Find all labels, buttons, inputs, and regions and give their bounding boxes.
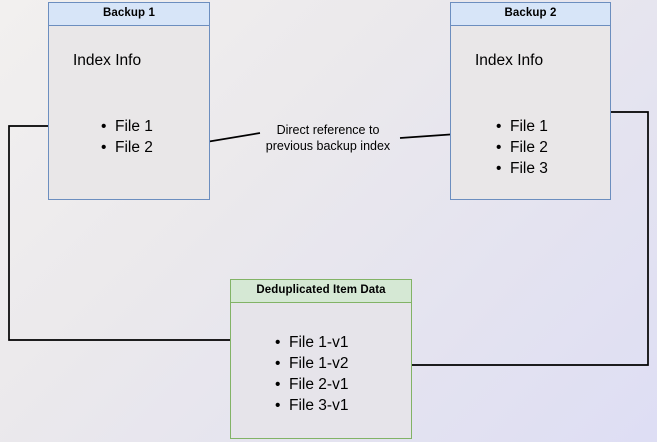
node-backup-2[interactable]: Backup 2 Index Info File 1 File 2 File 3 [450,2,611,200]
backup-1-index-info-label: Index Info [73,52,142,69]
node-dedup-body: File 1-v1 File 1-v2 File 2-v1 File 3-v1 [231,303,411,438]
direct-reference-label: Direct reference to previous backup inde… [265,123,391,153]
list-item: File 3 [496,158,548,179]
list-item: File 2 [496,137,548,158]
list-item: File 1-v1 [275,332,348,353]
backup-1-file-list: File 1 File 2 [101,116,153,158]
list-item: File 2-v1 [275,374,348,395]
list-item: File 2 [101,137,153,158]
backup-2-index-info-label: Index Info [475,52,544,69]
node-backup-1-header: Backup 1 [49,3,209,26]
node-backup-2-body: Index Info File 1 File 2 File 3 [451,26,610,199]
node-dedup-header: Deduplicated Item Data [231,280,411,303]
list-item: File 1 [101,116,153,137]
node-deduplicated-item-data[interactable]: Deduplicated Item Data File 1-v1 File 1-… [230,279,412,439]
list-item: File 3-v1 [275,395,348,416]
node-backup-2-header: Backup 2 [451,3,610,26]
list-item: File 1-v2 [275,353,348,374]
list-item: File 1 [496,116,548,137]
backup-2-file-list: File 1 File 2 File 3 [496,116,548,179]
node-backup-1[interactable]: Backup 1 Index Info File 1 File 2 [48,2,210,200]
node-backup-1-body: Index Info File 1 File 2 [49,26,209,199]
dedup-file-list: File 1-v1 File 1-v2 File 2-v1 File 3-v1 [275,332,348,416]
